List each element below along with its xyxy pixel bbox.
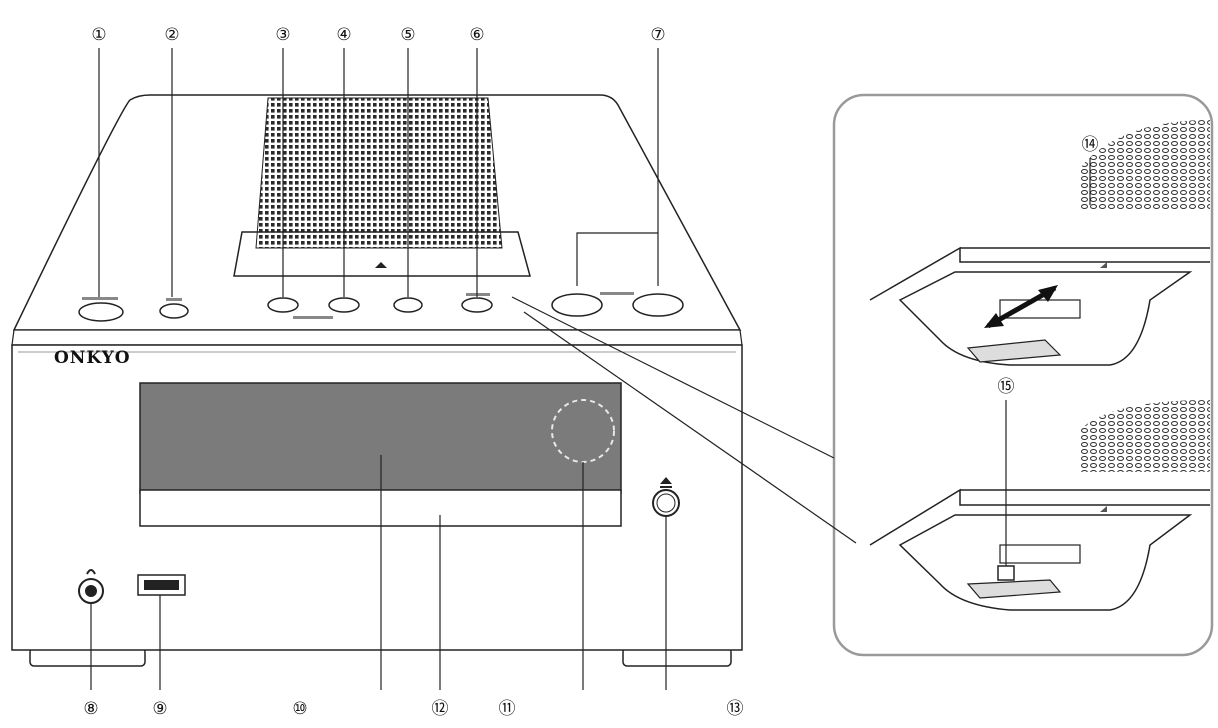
callout-3: ③ — [275, 25, 290, 45]
inset-upper-grille — [1080, 120, 1210, 210]
power-label-mark — [82, 297, 118, 300]
direction-arrow-head-a — [1038, 285, 1058, 302]
preset-down-button[interactable] — [267, 297, 299, 313]
callout-1: ① — [91, 25, 106, 45]
headphone-jack-hole — [85, 585, 97, 597]
top-lid — [233, 231, 531, 277]
inset-pointer-b — [523, 311, 857, 544]
inset-pointer-a — [511, 296, 835, 459]
top-grille — [255, 97, 503, 249]
volume-up-button[interactable] — [632, 293, 684, 317]
callout-8: ⑧ — [83, 699, 98, 719]
usb-port-slot — [144, 580, 179, 590]
power-button[interactable] — [78, 302, 124, 322]
callout-9: ⑨ — [152, 699, 167, 719]
inset-lower-grille — [1080, 400, 1210, 472]
callout-11: ⑪ — [499, 699, 516, 719]
dock-inset — [832, 93, 1214, 657]
play-pause-button[interactable] — [393, 297, 423, 313]
input-button[interactable] — [159, 303, 189, 319]
preset-label-mark — [293, 316, 333, 319]
callout-numbers: ① ② ③ ④ ⑤ ⑥ ⑦ ⑧ ⑨ ⑩ ⑫ ⑪ ⑬ ⑭ ⑮ — [83, 25, 1098, 719]
dock-connector-tab — [997, 565, 1015, 581]
eject-icon-bar — [660, 486, 672, 488]
eject-marker-top — [375, 262, 387, 268]
top-front-edge — [11, 329, 743, 346]
callout-7: ⑦ — [650, 25, 665, 45]
inset-lower-lid — [869, 488, 1210, 546]
inset-upper-connector — [999, 299, 1081, 319]
top-buttons — [78, 292, 684, 322]
inset-upper-lid — [869, 246, 1210, 301]
callout-2: ② — [164, 25, 179, 45]
callout-14: ⑭ — [1082, 135, 1099, 155]
headphones-icon — [86, 569, 96, 575]
main-unit: ONKYO — [11, 94, 743, 667]
inset-lower — [869, 400, 1210, 611]
brand-logo: ONKYO — [54, 348, 131, 368]
callout-15: ⑮ — [998, 377, 1015, 397]
leader-lines — [90, 48, 1091, 690]
eject-icon — [660, 477, 672, 484]
input-label-mark — [166, 298, 182, 301]
inset-upper — [869, 120, 1210, 366]
stop-button[interactable] — [461, 297, 493, 313]
stop-label-mark — [466, 293, 490, 296]
preset-up-button[interactable] — [328, 297, 360, 313]
direction-arrow-head-b — [984, 313, 1004, 328]
inset-upper-base — [966, 339, 1062, 363]
callout-4: ④ — [336, 25, 351, 45]
callout-6: ⑥ — [469, 25, 484, 45]
inset-lower-base — [966, 579, 1062, 599]
volume-label-mark — [600, 292, 634, 295]
inset-lower-eject-mark — [1100, 506, 1107, 512]
inset-lower-connector — [999, 544, 1081, 564]
leader-7 — [576, 232, 659, 286]
eject-button-inner — [656, 493, 676, 513]
callout-13: ⑬ — [727, 699, 744, 719]
callout-5: ⑤ — [400, 25, 415, 45]
inset-upper-eject-mark — [1100, 262, 1107, 268]
callout-10: ⑩ — [292, 699, 307, 719]
callout-12: ⑫ — [432, 699, 449, 719]
volume-down-button[interactable] — [551, 293, 603, 317]
